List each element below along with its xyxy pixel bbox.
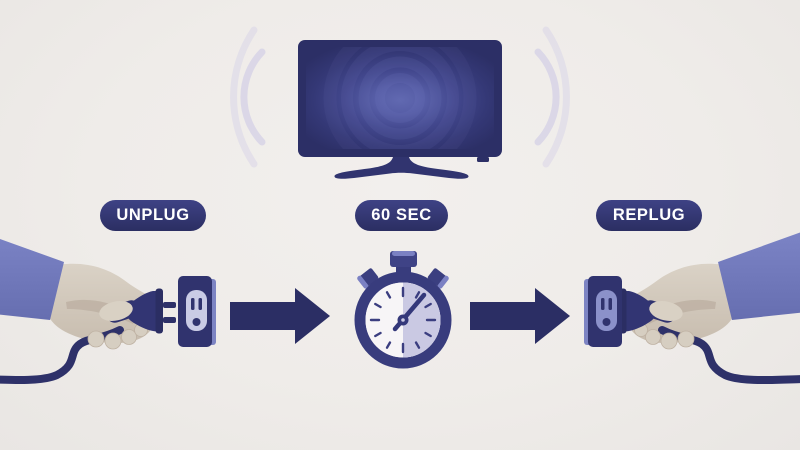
outlet-slot [198,298,202,310]
stopwatch-ticks [369,286,437,354]
power-outlet-right-icon [584,276,622,347]
signal-waves-left-icon [230,26,266,168]
tv-screen-rings [323,47,477,149]
tv-sensor [477,157,489,162]
hand-holding-plug-left-icon [0,230,176,380]
arrow-right-icon [230,288,330,344]
outlet-ground-hole [192,318,201,326]
stopwatch-side-button [427,268,449,289]
step-label-60-sec: 60 SEC [355,200,448,231]
arrow-right-icon [470,288,570,344]
outlet-slot [608,298,612,310]
tv-screen [306,47,494,149]
tv-icon [298,40,502,179]
stopwatch-icon [354,251,452,369]
stopwatch-side-button [357,268,379,289]
signal-waves-right-icon [534,26,570,168]
step-label-replug: REPLUG [596,200,702,231]
stopwatch-ring [354,271,452,369]
tv-stand [334,157,469,179]
outlet-slot [601,298,605,310]
step-label-unplug: UNPLUG [100,200,206,231]
power-outlet-left-icon [178,276,216,347]
stopwatch-elapsed-half [403,282,441,358]
outlet-ground-hole [602,318,611,326]
hand-holding-plug-right-icon [606,230,800,380]
outlet-slot [191,298,195,310]
stopwatch-crown-highlight [392,251,415,256]
stopwatch-hub-dot [401,318,405,322]
